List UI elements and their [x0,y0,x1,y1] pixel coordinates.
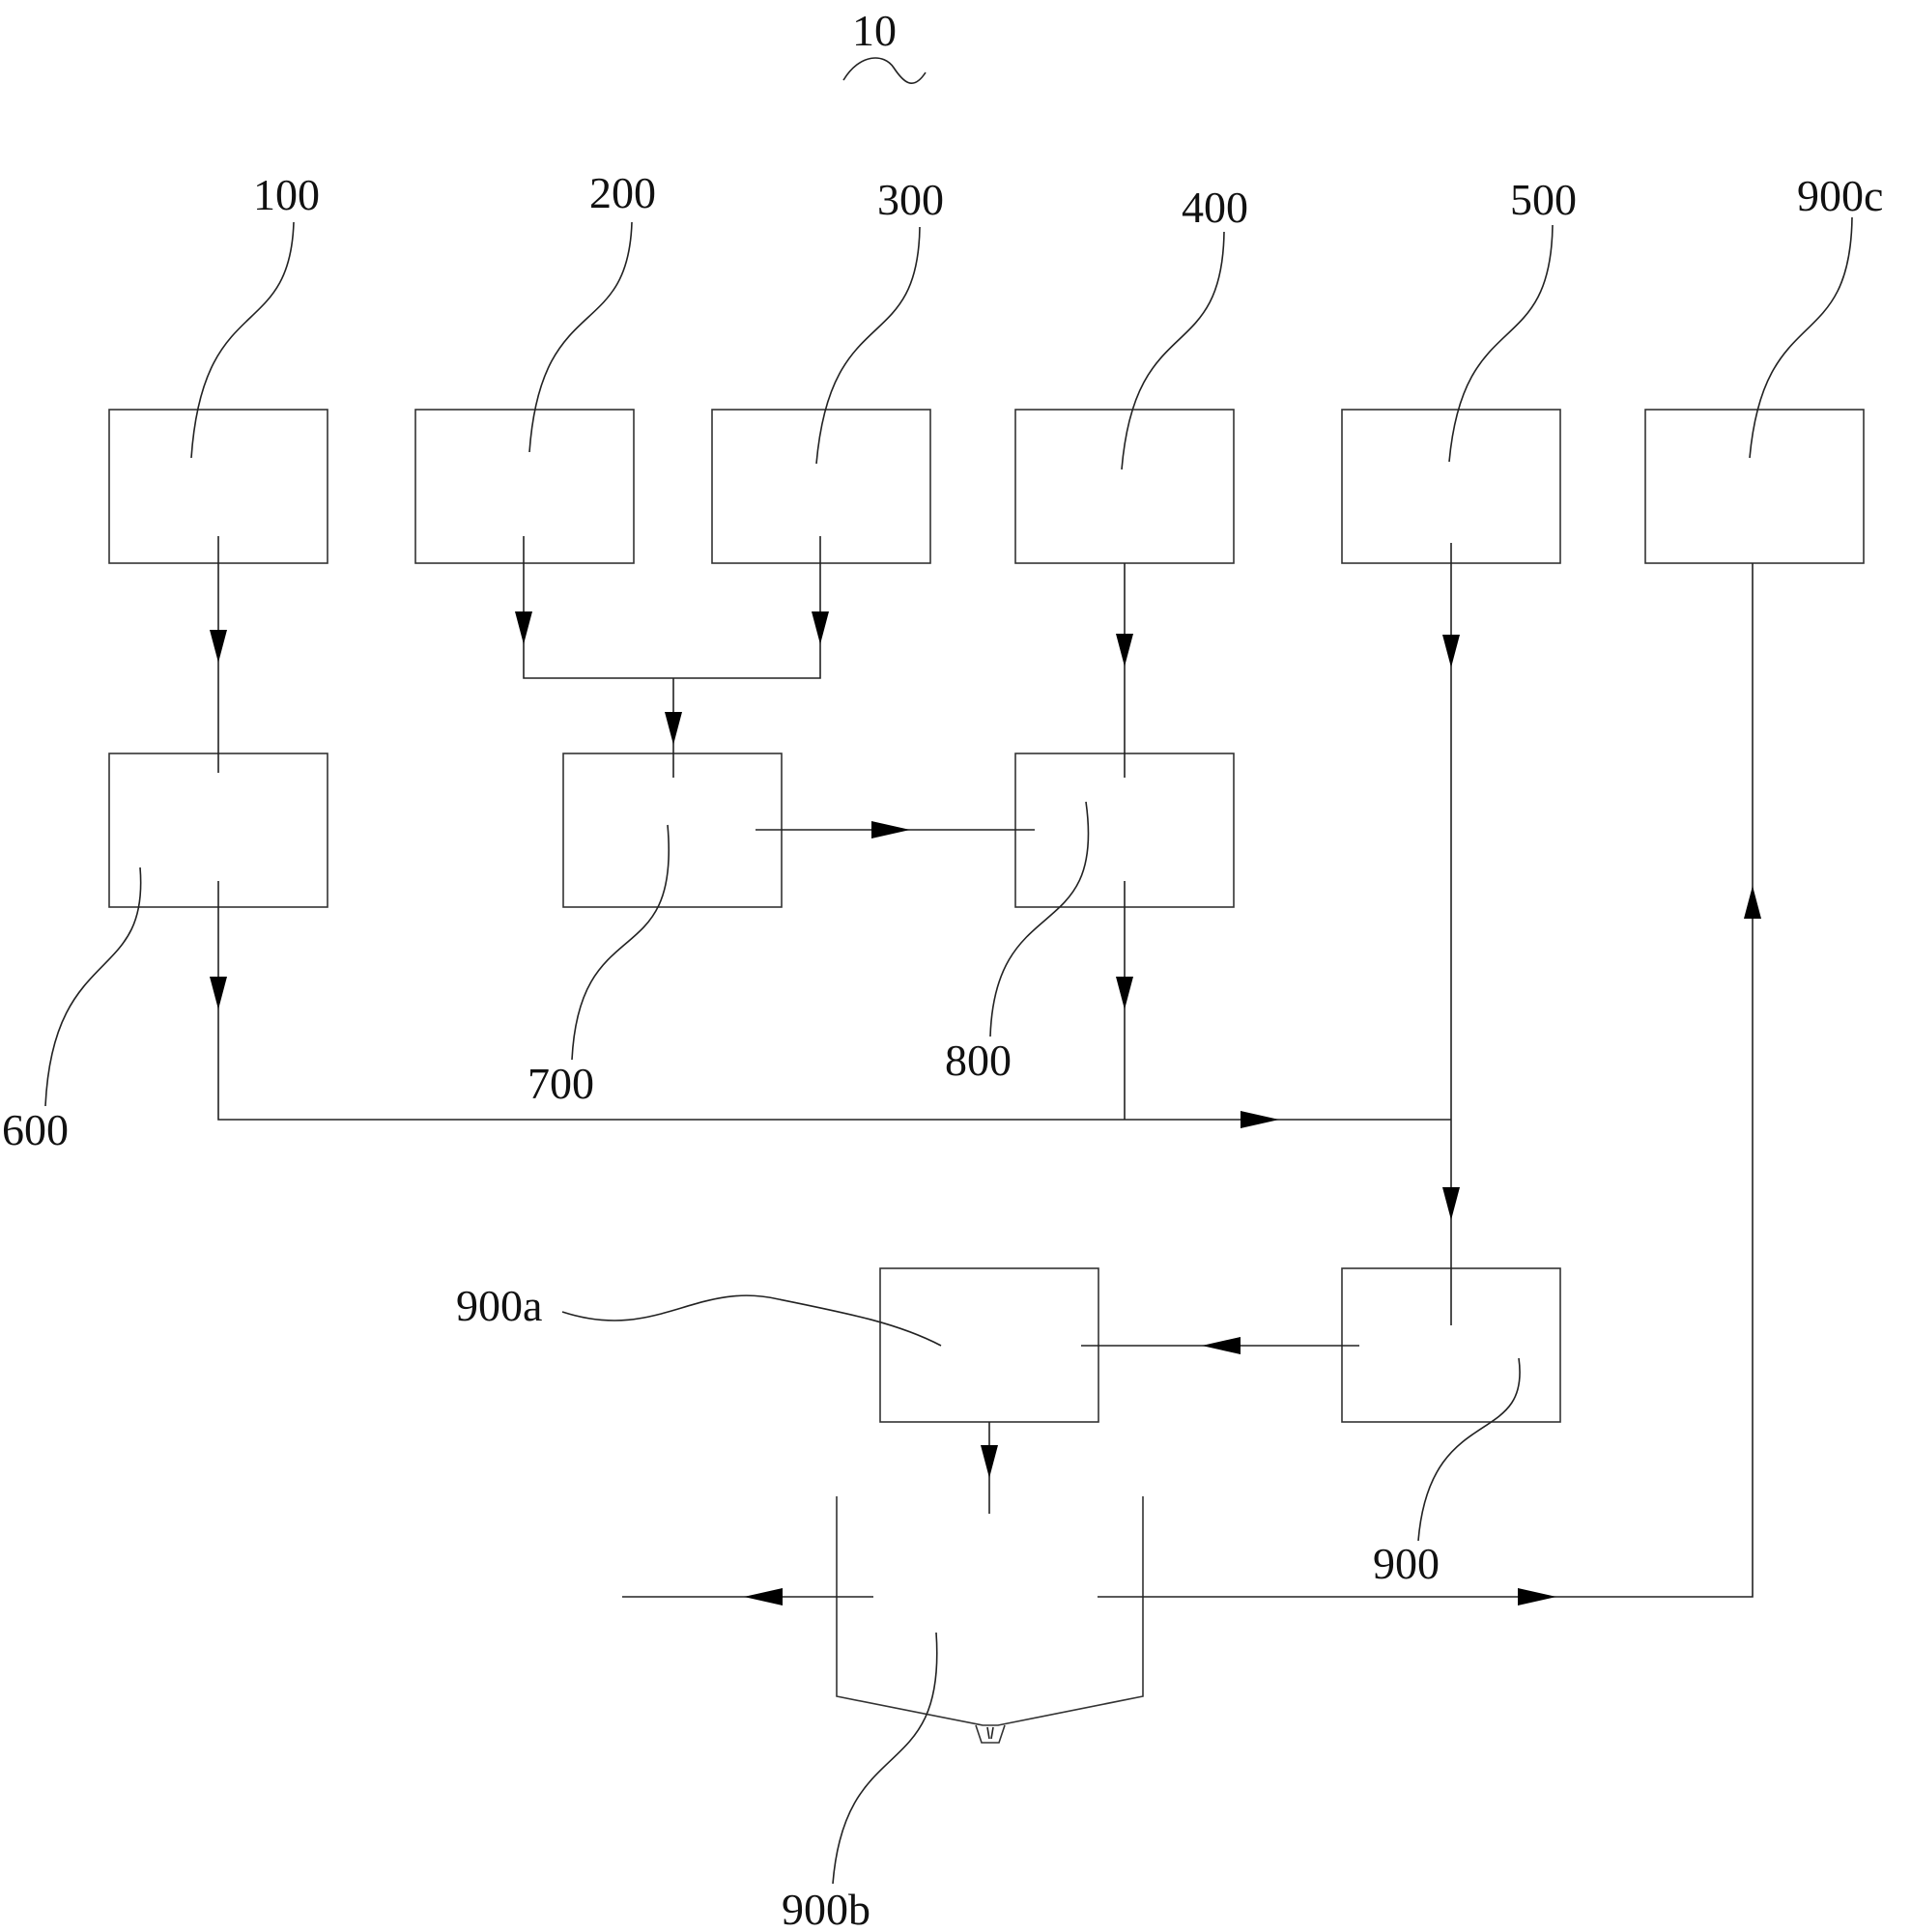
leader-100 [190,221,295,459]
box-900c [1644,409,1865,564]
leader-600 [44,867,142,1107]
label-900b: 900b [782,1885,870,1932]
flow-200-300-merge [523,536,821,679]
box-400 [1014,409,1235,564]
arrow-900b-left [744,1588,783,1605]
leader-800 [989,801,1090,1037]
flow-600-collector [217,881,1451,1121]
arrow-400-800 [1116,634,1133,667]
tank-outlet-detail [986,1726,994,1740]
label-600: 600 [2,1105,69,1154]
flow-900b-900c-return [1098,563,1754,1598]
box-200 [414,409,635,564]
arrow-collector-right [1241,1111,1279,1128]
arrow-up-900c [1744,886,1761,919]
leader-900 [1417,1357,1521,1542]
leader-400 [1121,231,1225,470]
arrow-900a-900b [981,1445,998,1478]
arrow-700-800 [871,821,910,838]
figure-ref-label: 10 [852,6,897,55]
arrow-500 [1442,635,1460,668]
arrow-into-900 [1442,1187,1460,1220]
label-700: 700 [528,1059,594,1108]
box-300 [711,409,931,564]
label-900: 900 [1373,1539,1440,1588]
label-900c: 900c [1797,171,1883,220]
arrow-900-900a [1202,1337,1241,1354]
arrow-300 [812,611,829,644]
label-900a: 900a [456,1281,542,1330]
label-200: 200 [589,168,656,217]
arrow-600-down [210,977,227,1009]
box-500 [1341,409,1561,564]
leader-700 [571,824,670,1061]
label-300: 300 [877,175,944,224]
leader-900c [1749,216,1853,459]
figure-ref-tilde [842,57,927,84]
arrow-100-600 [210,630,227,663]
tank-outlet [975,1724,1006,1744]
label-500: 500 [1510,175,1577,224]
tank-900b [836,1496,1144,1726]
leader-900a [561,1294,942,1347]
leader-900b [832,1632,938,1885]
label-800: 800 [945,1036,1012,1085]
arrow-merge-700 [665,712,682,745]
label-100: 100 [253,170,320,219]
arrow-200 [515,611,532,644]
box-900a [879,1267,1099,1423]
arrow-800-down [1116,977,1133,1009]
arrow-900b-right [1518,1588,1556,1605]
label-400: 400 [1182,183,1248,232]
leader-200 [528,221,633,453]
leader-300 [815,226,921,465]
leader-500 [1448,224,1554,463]
box-700 [562,753,783,908]
